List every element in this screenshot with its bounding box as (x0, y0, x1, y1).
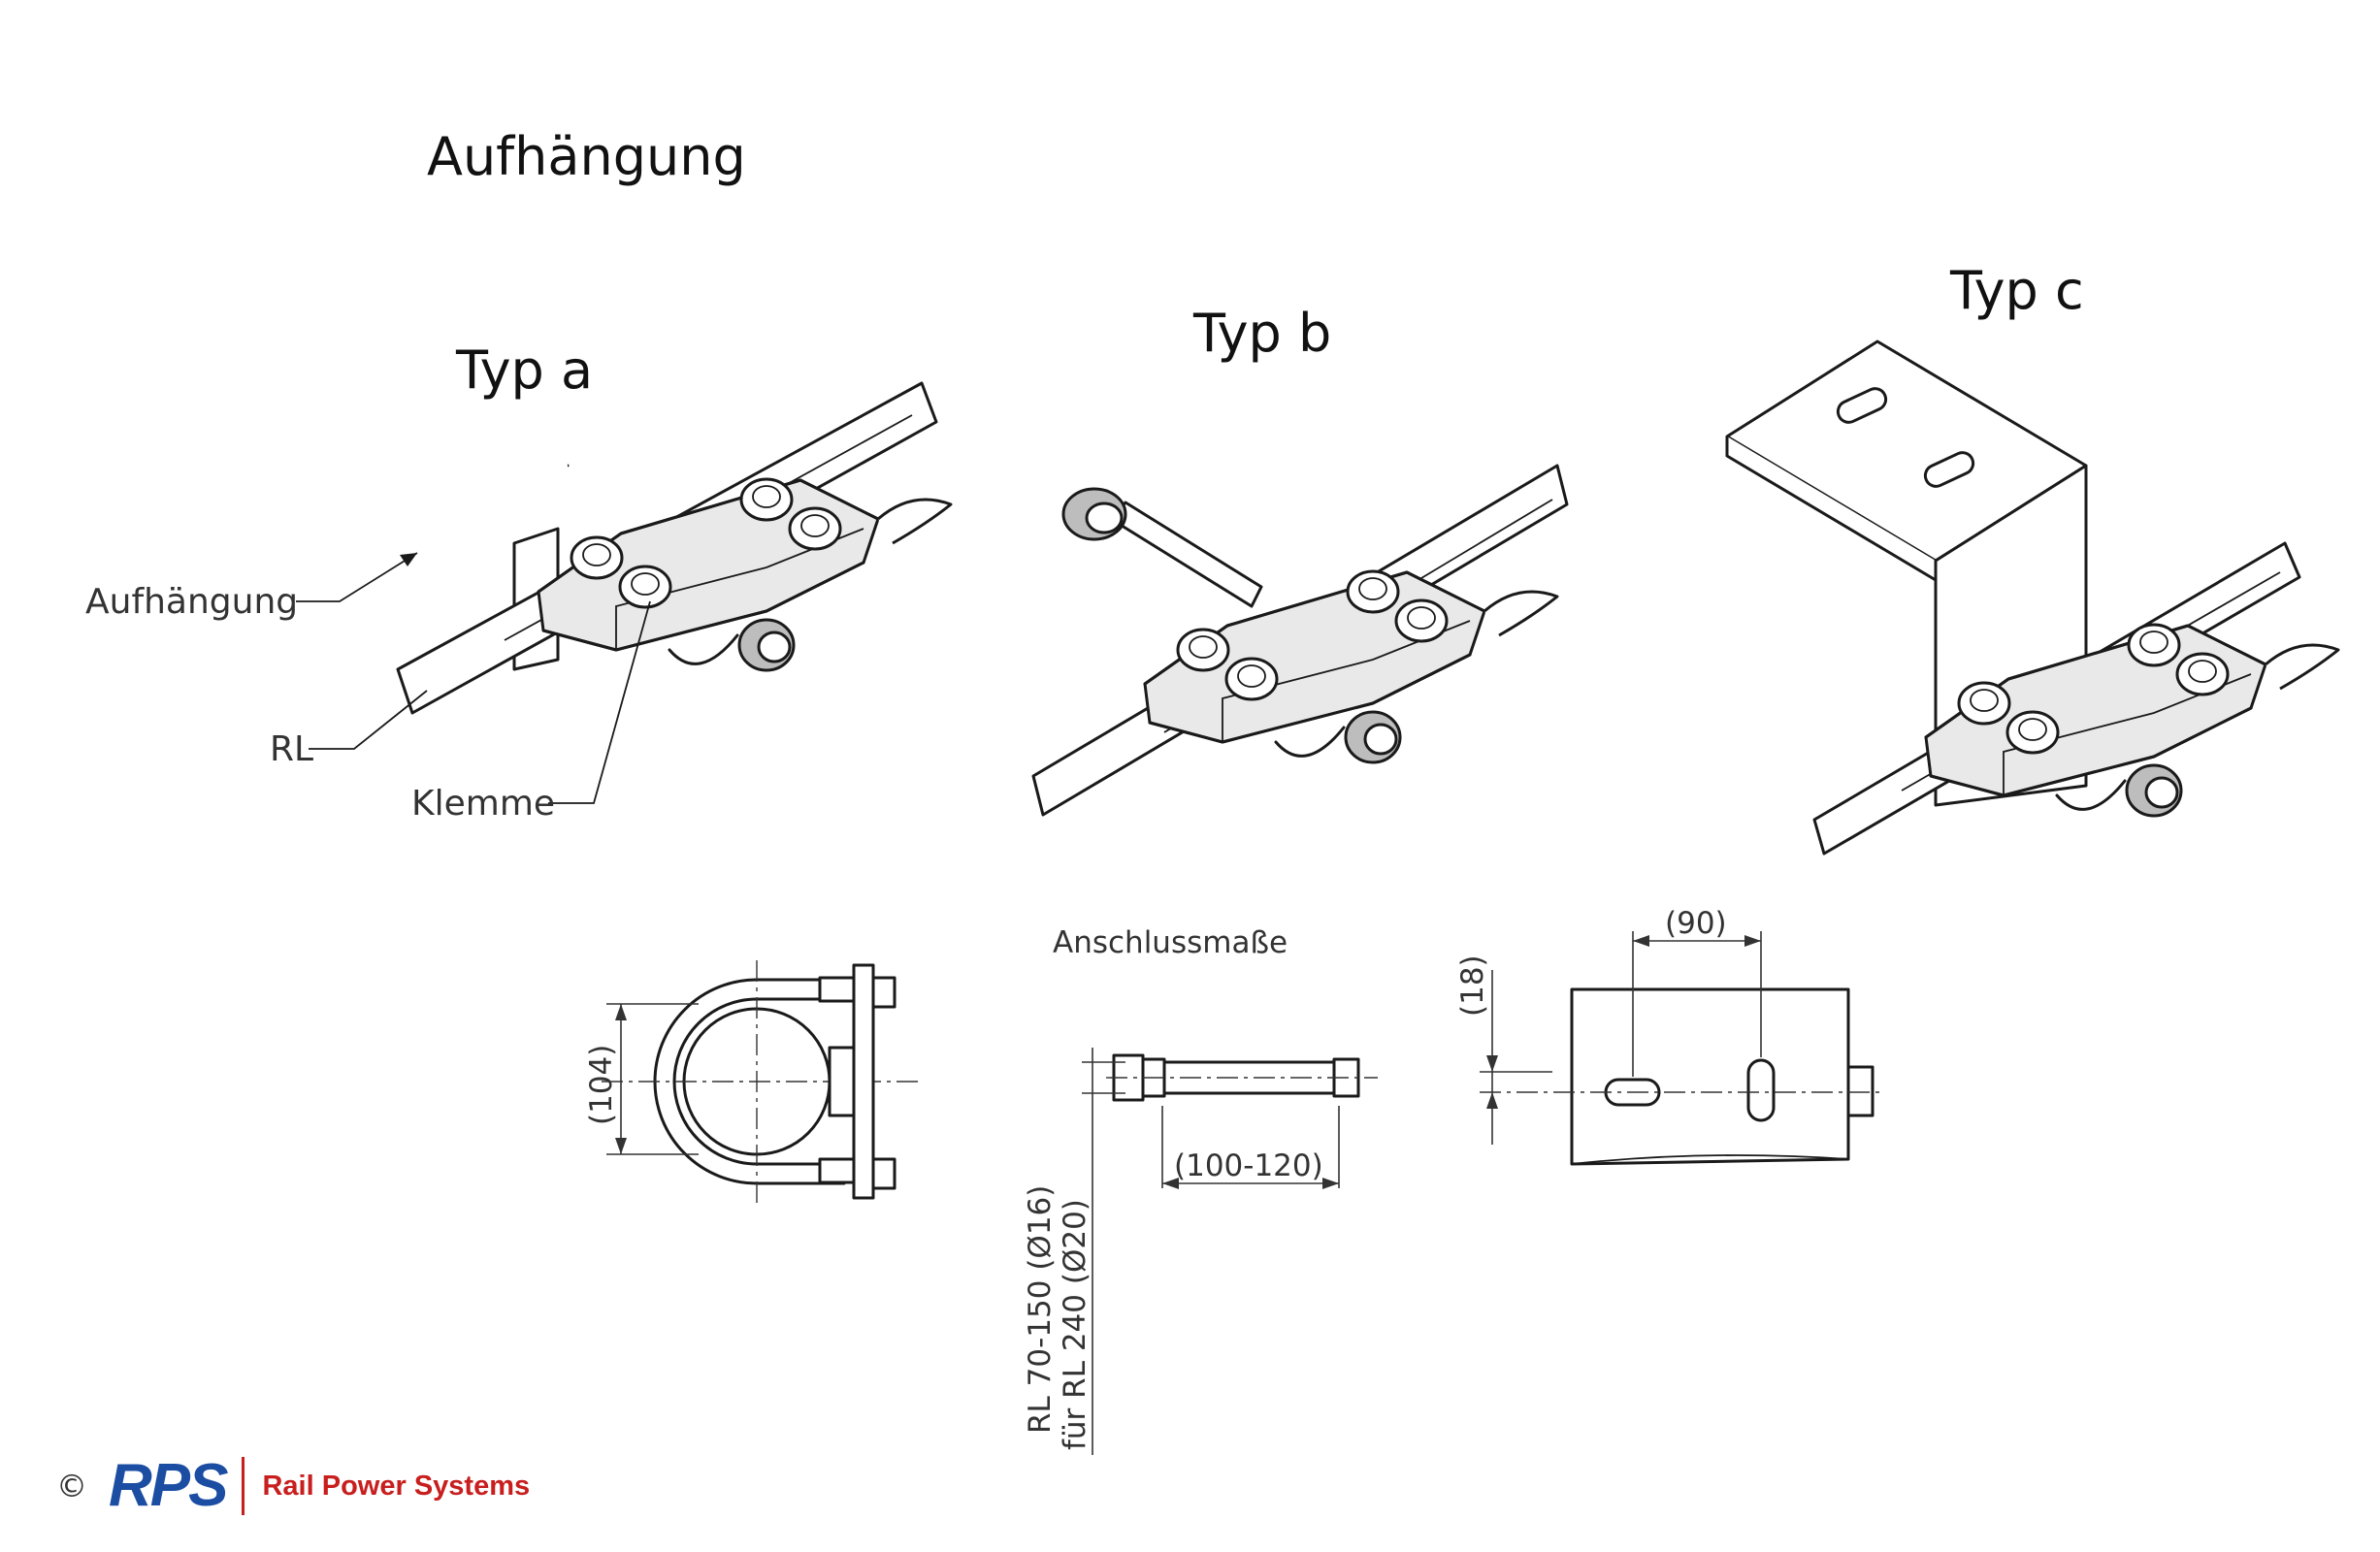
typ-a-label: Typ a (455, 340, 593, 401)
company-logo: © RPS Rail Power Systems (56, 1452, 530, 1520)
connection-dims-title: Anschlussmaße (1053, 925, 1288, 960)
leader-rl (309, 690, 428, 750)
typ-b-rod-dim-1: RL 70-150 (Ø16) (1023, 1185, 1058, 1434)
typ-b-rod-dim-2: für RL 240 (Ø20) (1058, 1199, 1092, 1450)
copyright-symbol: © (56, 1468, 87, 1504)
typ-c-label: Typ c (1949, 260, 2084, 321)
typ-a-illustration: Typ a Aufhängung RL Klemme (85, 340, 951, 824)
typ-b-illustration: Typ b (1031, 303, 1569, 817)
suspension-label: Aufhängung (85, 582, 298, 622)
typ-c-spacing-dim: (90) (1665, 906, 1727, 941)
typ-c-illustration: Typ c (1725, 260, 2338, 856)
leader-suspension (296, 552, 418, 602)
typ-c-offset-dim: (18) (1455, 954, 1490, 1017)
leader-clamp (548, 600, 651, 804)
typ-a-section: (104) (584, 960, 922, 1208)
company-name: Rail Power Systems (262, 1470, 531, 1502)
typ-b-length-dim: (100-120) (1174, 1148, 1323, 1183)
page-title: Aufhängung (427, 126, 746, 187)
clamp-label: Klemme (411, 784, 555, 824)
rps-logo-mark: RPS (97, 1456, 245, 1516)
typ-b-label: Typ b (1192, 303, 1331, 364)
rl-label: RL (270, 729, 313, 769)
typ-c-section: (18) (90) (1455, 906, 1882, 1166)
typ-b-section: Anschlussmaße (100-120) RL 70-150 (Ø16) … (1023, 925, 1378, 1455)
typ-a-height-dim: (104) (584, 1045, 619, 1125)
